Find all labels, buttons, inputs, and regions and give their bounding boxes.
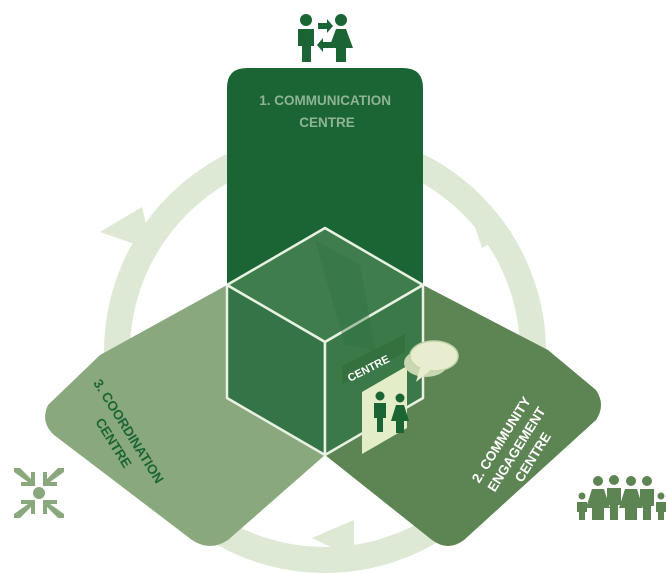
door-people-icon [374, 391, 409, 433]
communication-label: 1. COMMUNICATION CENTRE [259, 93, 395, 130]
cycle-arrow-right-icon [470, 212, 512, 248]
centre-cube [225, 226, 425, 457]
speech-bubble-icon [404, 340, 459, 382]
cube-shadow [315, 240, 375, 350]
cycle-arrow-bottom-icon [312, 520, 354, 558]
communication-panel [227, 68, 423, 285]
two-people-exchange-icon [298, 14, 353, 62]
converging-arrows-icon [14, 468, 64, 518]
cycle-arrow-left-icon [100, 207, 152, 250]
communication-label-line2: CENTRE [299, 115, 355, 130]
communication-label-line1: 1. COMMUNICATION [259, 93, 391, 108]
group-of-people-icon [577, 475, 666, 520]
